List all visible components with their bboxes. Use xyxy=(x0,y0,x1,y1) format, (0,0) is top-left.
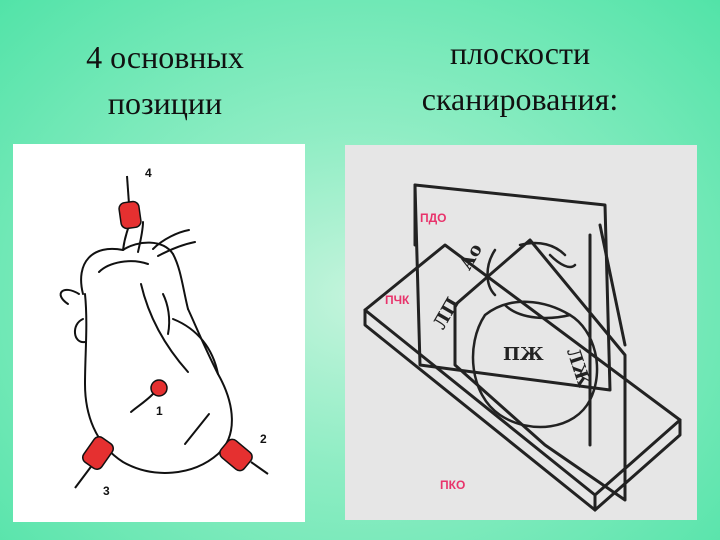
heart-outline-drawing xyxy=(13,144,305,522)
scan-planes-drawing: ПЖ ЛП ЛЖ Ао xyxy=(345,145,697,520)
plane-label-pchk: ПЧК xyxy=(385,293,409,307)
heart-label-ao: Ао xyxy=(455,240,487,274)
heart-label-pzh: ПЖ xyxy=(503,344,544,365)
title-main-positions: 4 основных позиции xyxy=(40,34,290,126)
scan-planes-panel: ПЖ ЛП ЛЖ Ао ПДО ПЧК ПКО xyxy=(345,145,697,520)
plane-label-pko: ПКО xyxy=(440,478,465,492)
plane-label-pdo: ПДО xyxy=(420,211,447,225)
heart-positions-panel: 4 1 2 3 xyxy=(13,144,305,522)
probe-group xyxy=(75,176,268,488)
position-label-2: 2 xyxy=(260,432,267,446)
position-label-1: 1 xyxy=(156,404,163,418)
title-scan-planes: плоскости сканирования: xyxy=(380,30,660,122)
position-label-3: 3 xyxy=(103,484,110,498)
position-label-4: 4 xyxy=(145,166,152,180)
